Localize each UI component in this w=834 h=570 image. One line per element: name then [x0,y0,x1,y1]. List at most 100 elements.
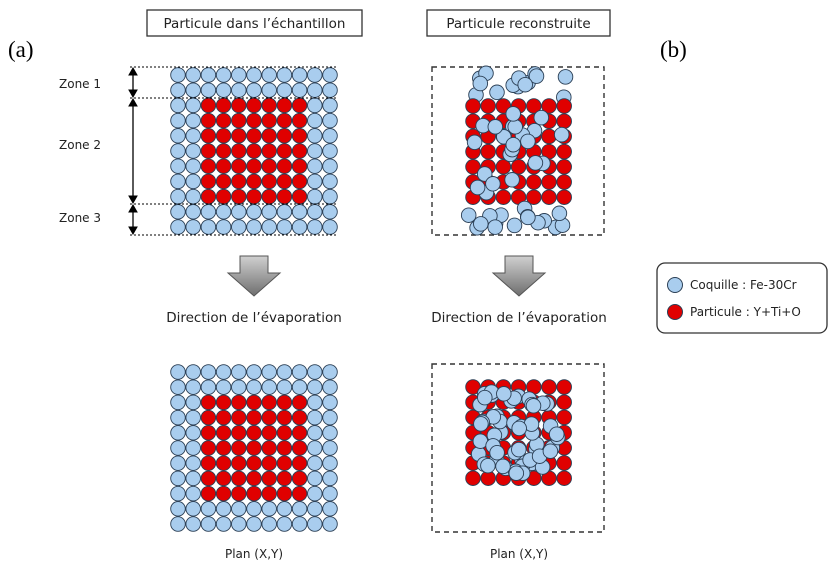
particle-atom [510,159,527,175]
particle-atom [261,97,277,114]
panel-b-reconstructed-particle [460,65,574,236]
shell-atom [170,425,186,441]
shell-atom [307,173,323,190]
shell-atom [185,485,201,502]
particle-atom [231,440,247,456]
particle-atom [200,425,217,441]
shell-atom [291,364,308,380]
particle-atom [246,425,262,441]
shell-atom [231,364,247,380]
particle-atom [200,455,217,471]
shell-atom [170,394,186,411]
particle-atom [291,188,308,205]
shell-atom [307,143,323,159]
particle-atom [200,173,217,190]
shell-atom [489,84,505,101]
shell-atom [322,425,338,441]
direction-label-a: Direction de l’évaporation [166,310,342,326]
shell-atom [487,119,504,135]
particle-atom [556,394,572,410]
particle-atom [215,128,232,144]
shell-atom [527,155,544,171]
shell-atom [460,207,477,223]
particle-atom [215,97,232,114]
particle-atom [215,485,232,502]
shell-atom [170,204,186,220]
particle-atom [276,394,293,411]
shell-atom [170,173,186,190]
shell-atom [322,394,338,411]
shell-atom [505,136,522,153]
shell-atom [231,67,247,83]
shell-atom [261,516,277,532]
shell-atom [511,441,527,458]
particle-atom [276,173,293,190]
shell-atom [185,82,201,98]
particle-atom [276,470,293,487]
shell-atom [231,204,247,220]
shell-atom [553,126,570,143]
shell-atom [307,470,323,487]
shell-atom [307,440,323,456]
shell-atom [507,119,523,135]
particle-atom [261,188,277,205]
shell-atom [261,379,277,395]
shell-atom [185,440,201,456]
shell-atom [170,128,186,144]
shell-atom [246,364,262,380]
particle-atom [276,112,293,129]
particle-atom [261,173,277,190]
particle-atom [246,394,262,411]
shell-atom [170,379,186,395]
particle-atom [215,188,232,205]
particle-atom [200,409,217,426]
shell-atom [200,67,217,83]
particle-atom [215,440,232,456]
particle-atom [465,379,481,395]
particle-atom [541,128,557,145]
shell-atom [307,204,323,220]
shell-atom [215,204,232,220]
shell-atom [185,204,201,220]
particle-atom [215,394,232,411]
shell-atom [520,209,536,226]
shell-atom [533,109,550,126]
shell-atom [185,516,201,532]
zone-2-label: Zone 2 [59,138,101,152]
shell-atom [261,364,277,380]
shell-atom [170,501,186,517]
particle-atom [215,455,232,471]
particle-atom [231,485,247,502]
particle-atom [541,189,557,205]
particle-atom [465,159,481,175]
shell-atom [276,204,293,220]
particle-atom [526,189,542,205]
shell-atom [261,67,277,83]
shell-atom [307,516,323,532]
shell-atom [261,501,277,517]
shell-atom [276,364,293,380]
particle-atom [261,394,277,411]
particle-atom [246,143,262,159]
shell-atom [307,97,323,114]
particle-atom [276,440,293,456]
shell-atom [291,501,308,517]
particle-atom [200,394,217,411]
particle-atom [276,128,293,144]
particle-atom [291,485,308,502]
shell-atom [307,112,323,129]
shell-atom [170,219,186,235]
shell-atom [185,364,201,380]
particle-atom [291,470,308,487]
shell-atom [185,143,201,159]
shell-atom [291,204,308,220]
particle-atom [246,128,262,144]
particle-atom [291,409,308,426]
shell-atom [307,128,323,144]
particle-atom [246,97,262,114]
shell-atom [276,67,293,83]
shell-atom [231,501,247,517]
shell-atom [185,470,201,487]
legend-particle-label: Particule : Y+Ti+O [690,305,801,319]
